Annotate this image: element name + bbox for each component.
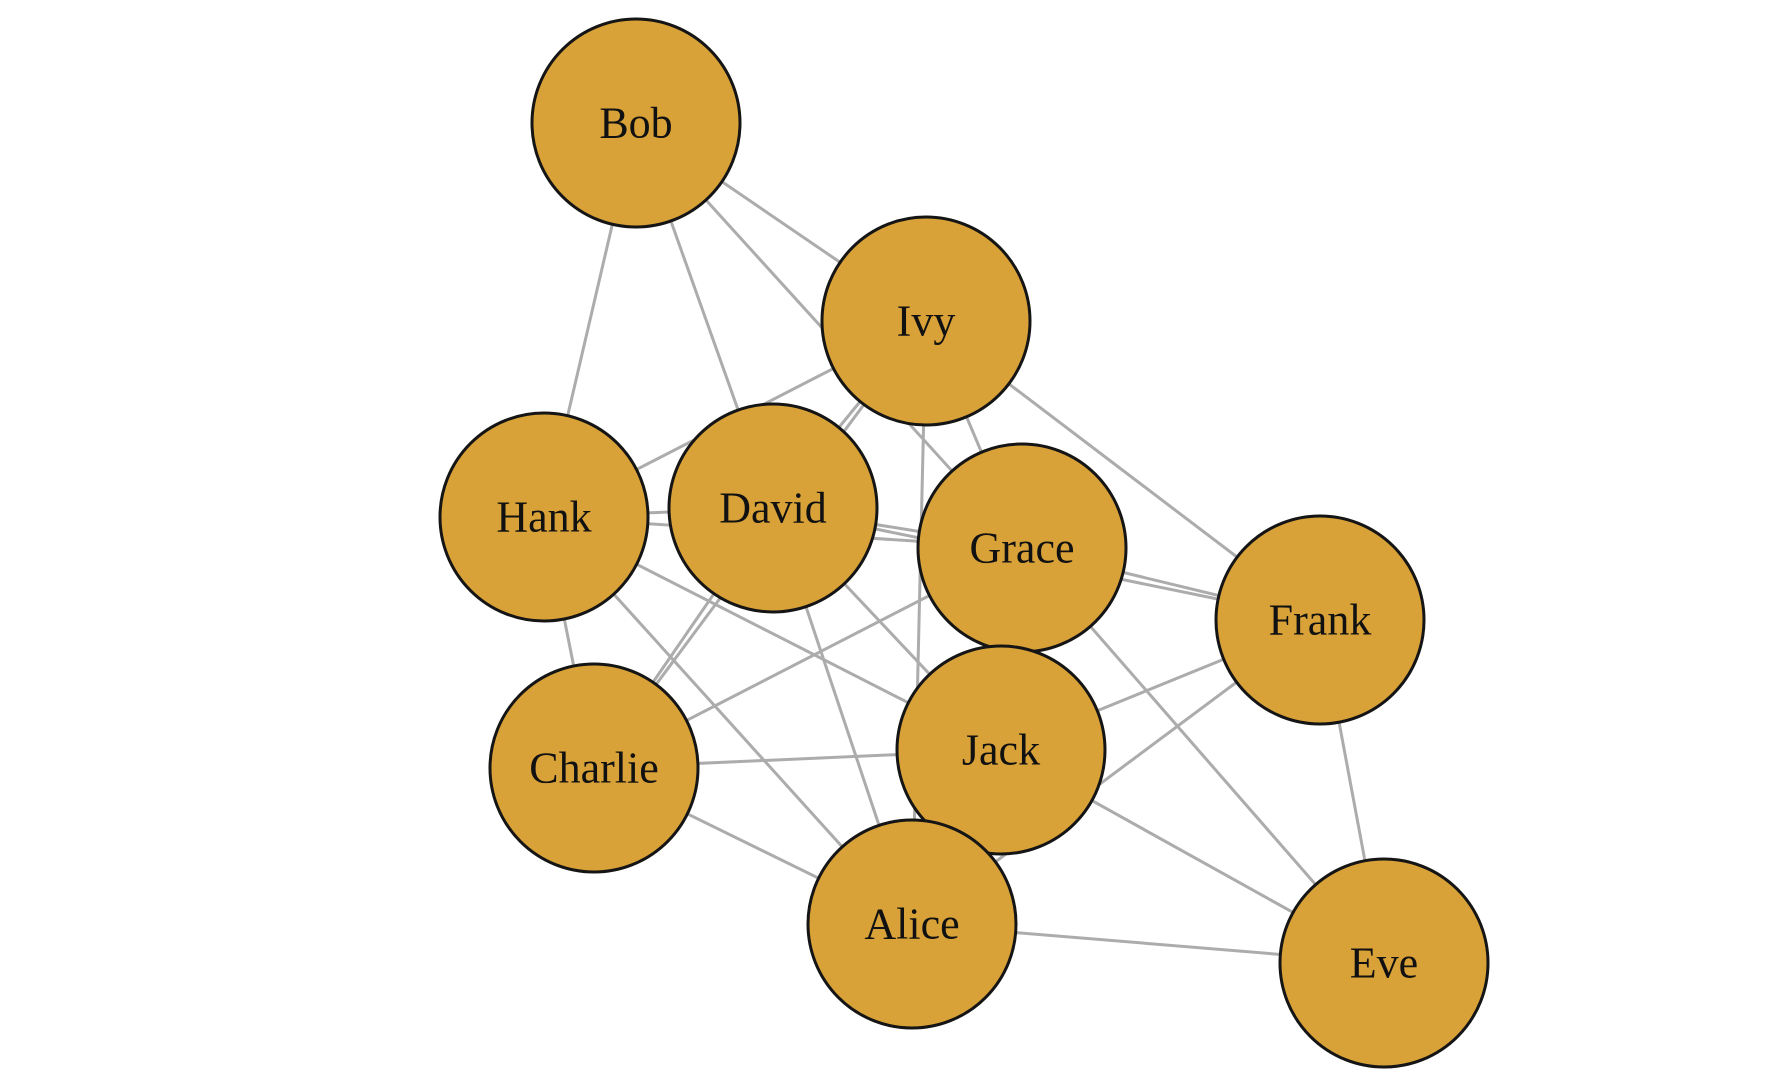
- node-grace: Grace: [916, 442, 1128, 654]
- node-label: Ivy: [897, 297, 956, 346]
- node-label: Grace: [969, 524, 1074, 573]
- node-jack: Jack: [895, 644, 1107, 856]
- node-eve: Eve: [1278, 857, 1490, 1069]
- node-circle: [820, 215, 1032, 427]
- node-label: Eve: [1350, 939, 1418, 988]
- node-circle: [1278, 857, 1490, 1069]
- node-circle: [438, 411, 650, 623]
- node-hank: Hank: [438, 411, 650, 623]
- node-david: David: [667, 402, 879, 614]
- node-label: Alice: [864, 900, 959, 949]
- node-frank: Frank: [1214, 514, 1426, 726]
- node-circle: [667, 402, 879, 614]
- node-bob: Bob: [530, 17, 742, 229]
- node-circle: [1214, 514, 1426, 726]
- node-label: David: [719, 484, 827, 533]
- node-circle: [488, 662, 700, 874]
- node-ivy: Ivy: [820, 215, 1032, 427]
- node-circle: [806, 818, 1018, 1030]
- node-label: Jack: [962, 726, 1040, 775]
- node-circle: [530, 17, 742, 229]
- node-label: Frank: [1269, 596, 1372, 645]
- node-charlie: Charlie: [488, 662, 700, 874]
- node-label: Hank: [496, 493, 591, 542]
- node-alice: Alice: [806, 818, 1018, 1030]
- node-label: Bob: [599, 99, 672, 148]
- node-label: Charlie: [529, 744, 659, 793]
- node-circle: [895, 644, 1107, 856]
